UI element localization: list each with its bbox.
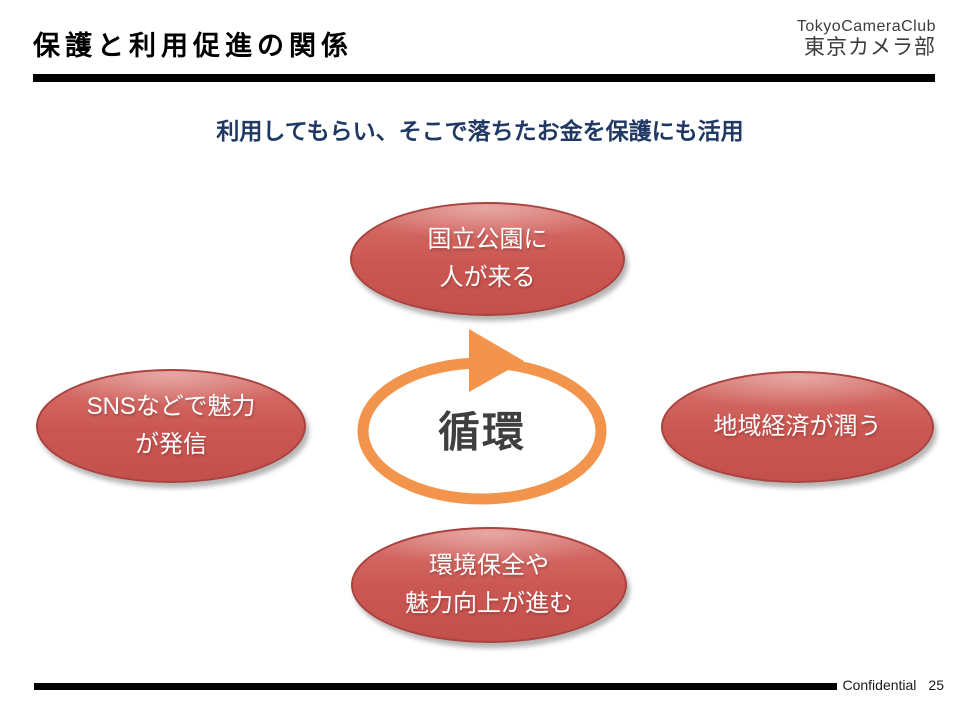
node-line: 人が来る [439,264,536,291]
node-environment-improves: 環境保全や 魅力向上が進む [351,527,627,643]
node-line: 地域経済が潤う [713,413,882,440]
tokyo-camera-club-logo: TokyoCameraClub 東京カメラ部 [797,18,936,59]
node-line: 環境保全や [429,552,549,579]
page-number: 25 [928,677,944,693]
node-line: が発信 [135,431,207,458]
cycle-arrow-icon [469,329,524,392]
node-line: SNSなどで魅力 [86,393,256,420]
node-line: 魅力向上が進む [405,590,573,617]
footer: Confidential 25 [842,677,944,693]
node-line: 国立公園に [427,226,548,253]
page-title: 保護と利用促進の関係 [33,31,353,61]
slide-subtitle: 利用してもらい、そこで落ちたお金を保護にも活用 [216,118,744,144]
node-sns-appeal: SNSなどで魅力 が発信 [36,369,306,483]
logo-text-japanese: 東京カメラ部 [804,35,936,59]
node-visitors-come: 国立公園に 人が来る [350,202,625,316]
confidential-label: Confidential [842,677,917,693]
footer-divider-rule [34,683,837,690]
logo-text-english: TokyoCameraClub [796,18,936,35]
cycle-center-label: 循環 [437,408,527,456]
node-local-economy: 地域経済が潤う [661,371,934,483]
title-divider-rule [33,74,935,82]
